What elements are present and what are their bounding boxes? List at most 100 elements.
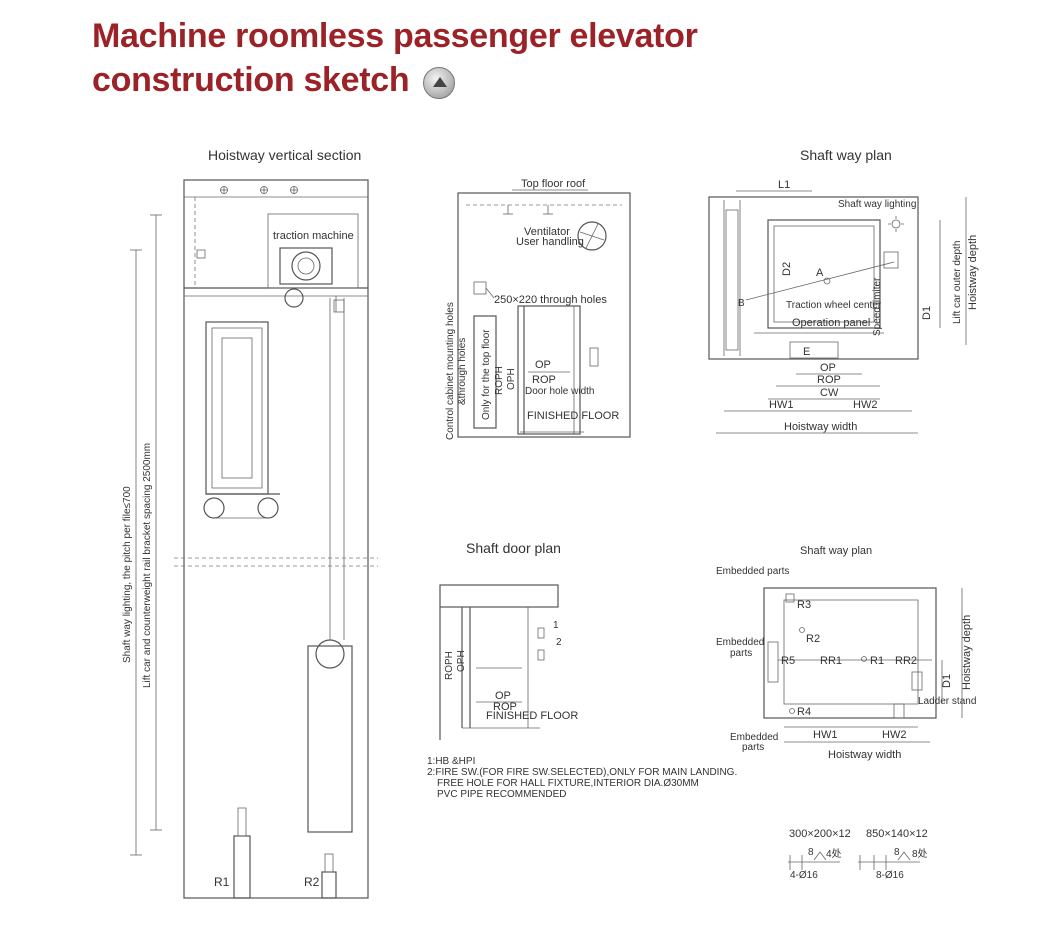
door-finished-floor-label: FINISHED FLOOR xyxy=(486,710,578,722)
light-sun-icon xyxy=(888,216,904,232)
control-cabinet-label: Control cabinet mounting holes xyxy=(445,302,456,440)
hall-fixture-icon xyxy=(537,627,545,661)
plan2-hoistway-depth-label: Hoistway depth xyxy=(961,615,973,690)
e-label: E xyxy=(803,346,810,358)
plan2-hoistway-width-label: Hoistway width xyxy=(828,749,901,761)
door-marker-2: 2 xyxy=(556,637,562,648)
shaft-plan-outline xyxy=(708,196,919,360)
weld-symbol-icon xyxy=(858,851,920,870)
user-handling-label: User handling xyxy=(516,236,584,248)
lift-car xyxy=(205,321,269,495)
ventilator-fan-icon xyxy=(577,221,607,251)
weld-1-count: 4处 xyxy=(826,848,842,860)
shaft-lighting-label: Shaft way lighting xyxy=(838,199,916,210)
page-title: Machine roomless passenger elevator cons… xyxy=(92,14,698,102)
door-marker-1: 1 xyxy=(553,620,559,631)
shaft-plan-heading: Shaft way plan xyxy=(800,147,892,163)
rr2-label: RR2 xyxy=(895,655,917,667)
r5-label: R5 xyxy=(781,655,795,667)
traction-center-label: Traction wheel center xyxy=(786,300,882,311)
plan2-d1-label: D1 xyxy=(941,674,953,688)
point-a-label: A xyxy=(816,267,824,279)
embedded-parts-bottom-1: Embedded xyxy=(730,732,778,743)
title-line-2: construction sketch xyxy=(92,61,410,99)
only-top-floor-label: Only for the top floor xyxy=(481,329,492,420)
ceiling-light-icon xyxy=(503,205,553,215)
top-finished-floor-label: FINISHED FLOOR xyxy=(527,410,619,422)
shaft-plan-2-heading: Shaft way plan xyxy=(800,545,872,557)
up-arrow-circle-icon[interactable] xyxy=(423,67,455,99)
door-plan-heading: Shaft door plan xyxy=(466,540,561,556)
door-hole-width-label: Door hole width xyxy=(525,386,594,397)
ladder-stand-label: Ladder stand xyxy=(918,696,976,707)
plan-rop-label: ROP xyxy=(817,374,841,386)
buffer-r1-label: R1 xyxy=(214,875,230,889)
hoistway-depth-label: Hoistway depth xyxy=(967,235,979,310)
vertical-section-heading: Hoistway vertical section xyxy=(208,147,361,163)
hoistway-vertical-section: Hoistway vertical section traction machi… xyxy=(122,147,378,899)
embedded-parts-top-label: Embedded parts xyxy=(716,566,789,577)
buffer-r2-label: R2 xyxy=(304,875,320,889)
plan2-hw1-label: HW1 xyxy=(813,729,837,741)
top-floor-outline xyxy=(457,192,631,438)
notes: 1:HB &HPI 2:FIRE SW.(FOR FIRE SW.SELECTE… xyxy=(427,756,737,800)
plan2-hw2-label: HW2 xyxy=(882,729,906,741)
note-line-1: 1:HB &HPI xyxy=(427,756,475,767)
shaft-door-plan: Shaft door plan ROPH OPH OP ROP FINISHED… xyxy=(439,540,578,740)
door-oph-label: OPH xyxy=(456,650,467,672)
door-roph-label: ROPH xyxy=(444,651,455,680)
shaft-way-plan-2: Shaft way plan Embedded parts R3 R2 Embe… xyxy=(716,545,976,761)
top-floor-door xyxy=(517,305,581,435)
weld-spec-1: 300×200×12 xyxy=(789,828,851,840)
lift-car-outer-depth-label: Lift car outer depth xyxy=(952,241,963,324)
weld-2-size: 8 xyxy=(894,847,900,858)
plan-hoistway-width-label: Hoistway width xyxy=(784,421,857,433)
top-op-label: OP xyxy=(535,359,551,371)
through-holes-label: 250×220 through holes xyxy=(494,294,607,306)
ceiling-light-icon xyxy=(220,186,298,194)
top-oph-label: OPH xyxy=(506,368,517,390)
point-b-label: B xyxy=(738,298,745,309)
counterweight xyxy=(307,645,353,833)
rail-bracket-spacing-label: Lift car and counterweight rail bracket … xyxy=(142,443,153,688)
lift-car-plan xyxy=(767,219,881,329)
shaft-way-plan: Shaft way plan L1 Shaft way lighting D2 … xyxy=(708,147,979,434)
top-floor-roof-label: Top floor roof xyxy=(521,178,586,190)
d1-label: D1 xyxy=(921,306,933,320)
note-line-2: 2:FIRE SW.(FOR FIRE SW.SELECTED),ONLY FO… xyxy=(427,767,737,778)
plan-hw1-label: HW1 xyxy=(769,399,793,411)
embedded-parts-left-1: Embedded xyxy=(716,637,764,648)
weld-1-size: 8 xyxy=(808,847,814,858)
weld-specs: 300×200×12 850×140×12 8 4处 4-Ø16 8 8处 8-… xyxy=(788,828,928,881)
control-cabinet-holes-label: &through holes xyxy=(457,338,468,405)
r3-label: R3 xyxy=(797,599,811,611)
ventilator-label: Ventilator xyxy=(524,226,570,238)
plan-op-label: OP xyxy=(820,362,836,374)
traction-machine-label: traction machine xyxy=(273,230,354,242)
speed-limiter-label: Speed limiter xyxy=(872,277,883,336)
title-line-1: Machine roomless passenger elevator xyxy=(92,17,698,55)
note-line-3: FREE HOLE FOR HALL FIXTURE,INTERIOR DIA.… xyxy=(437,778,699,789)
weld-1-holes: 4-Ø16 xyxy=(790,870,818,881)
top-roph-label: ROPH xyxy=(494,366,505,395)
lighting-pitch-label: Shaft way lighting, the pitch per file≤7… xyxy=(122,486,133,663)
traction-machine-icon xyxy=(279,247,333,308)
r2-label: R2 xyxy=(806,633,820,645)
door-header-concrete xyxy=(439,584,559,608)
embedded-parts-bottom-2: parts xyxy=(742,742,764,753)
weld-2-count: 8处 xyxy=(912,848,928,860)
door-op-label: OP xyxy=(495,690,511,702)
note-line-4: PVC PIPE RECOMMENDED xyxy=(437,789,566,800)
embedded-parts-left-2: parts xyxy=(730,648,752,659)
r4-label: R4 xyxy=(797,706,811,718)
door-rop-label: ROP xyxy=(493,701,517,713)
weld-spec-2: 850×140×12 xyxy=(866,828,928,840)
d2-label: D2 xyxy=(781,262,793,276)
cw-label: CW xyxy=(820,387,839,399)
operation-panel-label: Operation panel xyxy=(792,317,870,329)
plan-hw2-label: HW2 xyxy=(853,399,877,411)
weld-2-holes: 8-Ø16 xyxy=(876,870,904,881)
rr1-label: RR1 xyxy=(820,655,842,667)
top-floor-section: Top floor roof Ventilator User handling … xyxy=(445,178,631,440)
